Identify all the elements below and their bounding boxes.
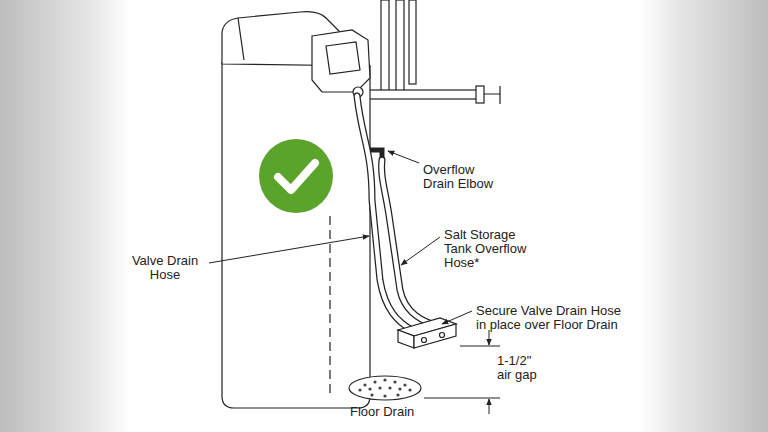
drain-cover [349,376,421,400]
leader-line [401,237,440,265]
valve-detail [326,42,360,74]
air-gap-dimension [424,330,500,414]
callout-label: Secure Valve Drain Hose in place over Fl… [476,304,628,332]
pipe [396,0,404,92]
holder-hole [422,338,427,343]
center-line [329,216,330,398]
check-circle [259,139,333,213]
hoses [357,96,438,330]
lid-edge [238,18,244,60]
holder-side [398,330,414,348]
holder-hole [440,333,445,338]
callout-label: Overflow Drain Elbow [423,163,503,191]
check-badge [259,139,333,213]
leader-line [442,311,472,324]
valve-handle [484,86,500,104]
background-blur [640,0,768,432]
callout-label: 1-1/2" air gap [497,354,542,382]
dimension-line [424,398,500,399]
dimension-arrow [489,399,490,414]
hose-holder [398,318,456,348]
background-blur [0,0,130,432]
bypass-valve [476,86,484,103]
holder-front [414,324,456,348]
leader-line [388,151,419,163]
leader-line [209,236,369,263]
dimension-line [460,346,500,347]
bypass-pipe [360,90,478,99]
pipe [409,0,416,84]
control-valve [312,30,370,92]
floor-drain [349,376,421,400]
check-mark [278,163,315,190]
dimension-arrow [489,330,490,345]
callout-label: Salt Storage Tank Overflow Hose* [444,228,539,270]
softener-drawing [222,0,500,408]
pipe [381,0,389,96]
callout-label: Floor Drain [350,405,414,419]
callout-label: Valve Drain Hose [125,254,205,282]
salt-tank [222,62,370,408]
drain-holes [358,378,411,397]
